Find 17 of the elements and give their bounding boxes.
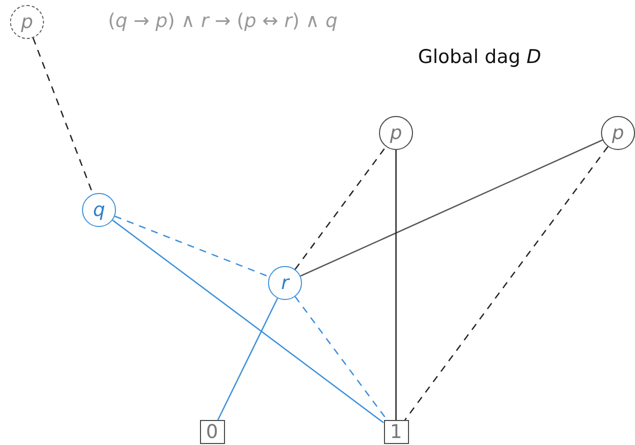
edge-line (300, 139, 603, 277)
dashed-edge (294, 296, 388, 420)
terminal-box: 1 (384, 420, 408, 444)
dashed-variable-node: p (10, 5, 44, 39)
formula-label: (q → p) ∧ r → (p ↔ r) ∧ q (108, 10, 338, 32)
variable-node: p (601, 116, 635, 150)
dashed-edge (114, 216, 270, 278)
dashed-edge (404, 146, 608, 420)
variable-node: p (379, 116, 413, 150)
edge-line (112, 220, 384, 424)
edge-line (217, 298, 278, 420)
terminal-box: 0 (200, 420, 224, 444)
dashed-edge (294, 146, 386, 270)
variable-node: r (268, 266, 302, 300)
title: Global dag D (418, 46, 542, 68)
edge-line (395, 150, 397, 420)
variable-node: q (82, 193, 116, 227)
